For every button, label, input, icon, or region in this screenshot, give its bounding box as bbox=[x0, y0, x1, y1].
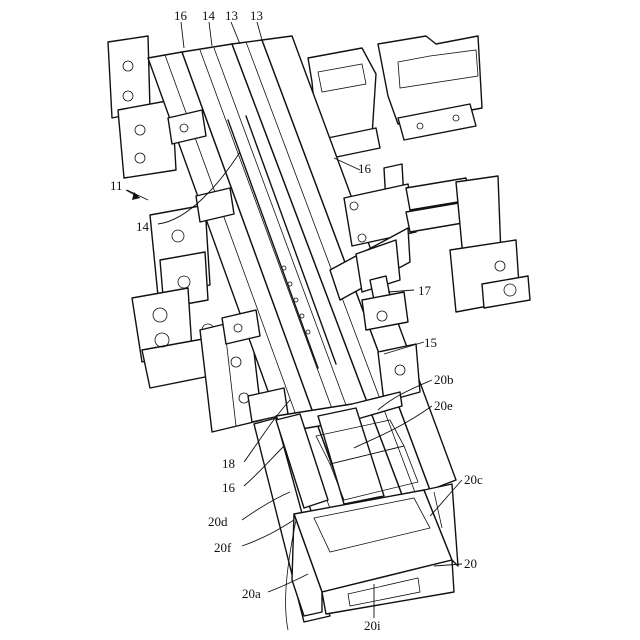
upper-hopper-right bbox=[378, 36, 482, 140]
label-16-top: 16 bbox=[174, 8, 188, 23]
label-20i: 20i bbox=[364, 618, 381, 633]
label-17: 17 bbox=[418, 283, 432, 298]
label-20b: 20b bbox=[434, 372, 454, 387]
label-18: 18 bbox=[222, 456, 235, 471]
label-20c: 20c bbox=[464, 472, 483, 487]
label-20: 20 bbox=[464, 556, 477, 571]
label-15: 15 bbox=[424, 335, 437, 350]
label-20a: 20a bbox=[242, 586, 261, 601]
label-14-left: 14 bbox=[136, 219, 150, 234]
label-20e: 20e bbox=[434, 398, 453, 413]
label-13-top-left: 13 bbox=[225, 8, 238, 23]
label-14-top: 14 bbox=[202, 8, 216, 23]
label-13-top-right: 13 bbox=[250, 8, 263, 23]
label-20d: 20d bbox=[208, 514, 228, 529]
label-16-bottom: 16 bbox=[222, 480, 236, 495]
label-11: 11 bbox=[110, 178, 123, 193]
label-16-right: 16 bbox=[358, 161, 372, 176]
label-20f: 20f bbox=[214, 540, 232, 555]
